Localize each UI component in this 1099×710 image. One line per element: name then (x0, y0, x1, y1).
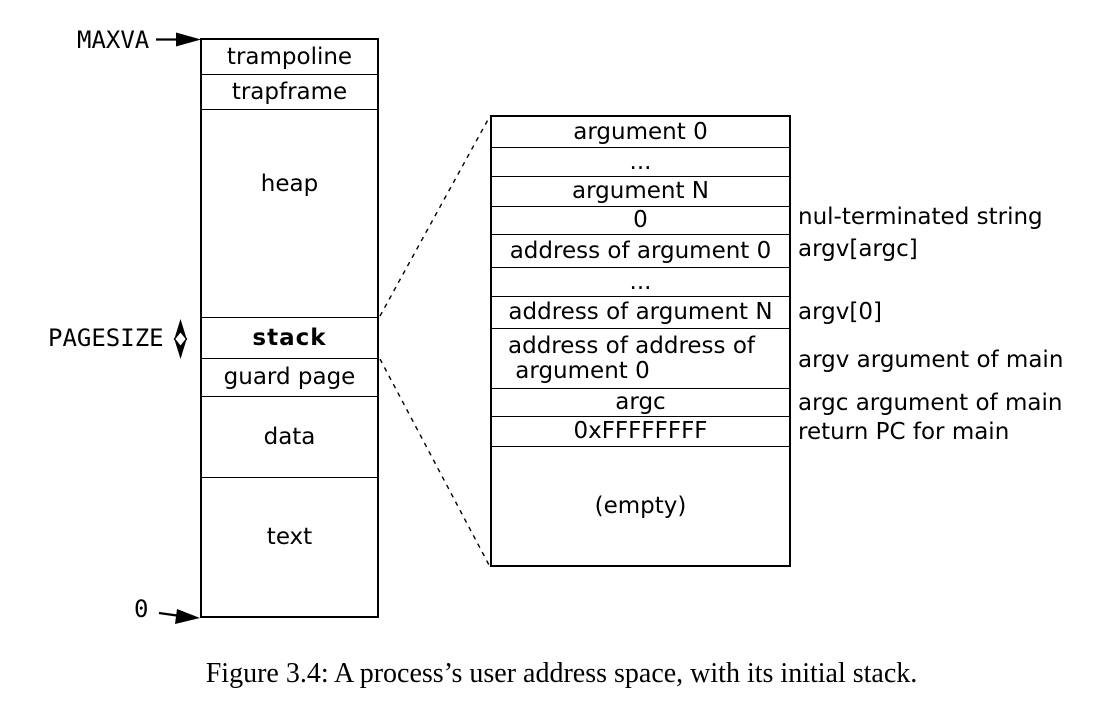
stack-row-address-of-argument-0: address of argument 0 (492, 235, 789, 268)
annotation-nul-terminated-string: nul-terminated string (798, 204, 1043, 230)
region-trampoline: trampoline (202, 40, 377, 75)
stack-row-address-of-argument-n: address of argument N (492, 297, 789, 329)
stack-row-nul: 0 (492, 207, 789, 235)
annotation-argc-argument-of-main: argc argument of main (798, 390, 1063, 416)
maxva-arrow-icon (156, 32, 201, 47)
annotation-argv-0: argv[0] (798, 299, 882, 325)
annotation-return-pc-for-main: return PC for main (798, 419, 1010, 445)
annotation-argv-argument-of-main: argv argument of main (798, 347, 1064, 373)
stack-row-ellipsis-1: ... (492, 148, 789, 177)
stack-row-empty: (empty) (594, 492, 687, 519)
figure-caption: Figure 3.4: A process’s user address spa… (205, 658, 918, 689)
address-space-box: trampoline trapframe heap stack guard pa… (200, 38, 379, 618)
region-data: data (202, 397, 377, 478)
region-heap: heap (202, 110, 377, 318)
stack-zoom-dashed-lines (379, 115, 491, 566)
zero-arrow-icon (158, 609, 200, 624)
pagesize-double-arrow-icon (173, 319, 188, 359)
region-trapframe: trapframe (202, 75, 377, 110)
stack-detail-box: argument 0 ... argument N 0 address of a… (490, 115, 791, 567)
region-text: text (266, 523, 313, 550)
zero-label: 0 (134, 595, 149, 623)
stack-row-argc: argc (492, 389, 789, 417)
stack-row-return-pc: 0xFFFFFFFF (492, 417, 789, 447)
stack-row-argument-n: argument N (492, 177, 789, 207)
region-guard-page: guard page (202, 359, 377, 397)
annotation-argv-argc: argv[argc] (798, 236, 918, 262)
maxva-label: MAXVA (77, 26, 150, 54)
region-stack: stack (202, 318, 377, 359)
stack-row-ellipsis-2: ... (492, 268, 789, 297)
stack-row-argument-0: argument 0 (492, 117, 789, 148)
pagesize-label: PAGESIZE (48, 324, 164, 352)
stack-row-address-of-address: address of address of argument 0 (492, 329, 789, 389)
